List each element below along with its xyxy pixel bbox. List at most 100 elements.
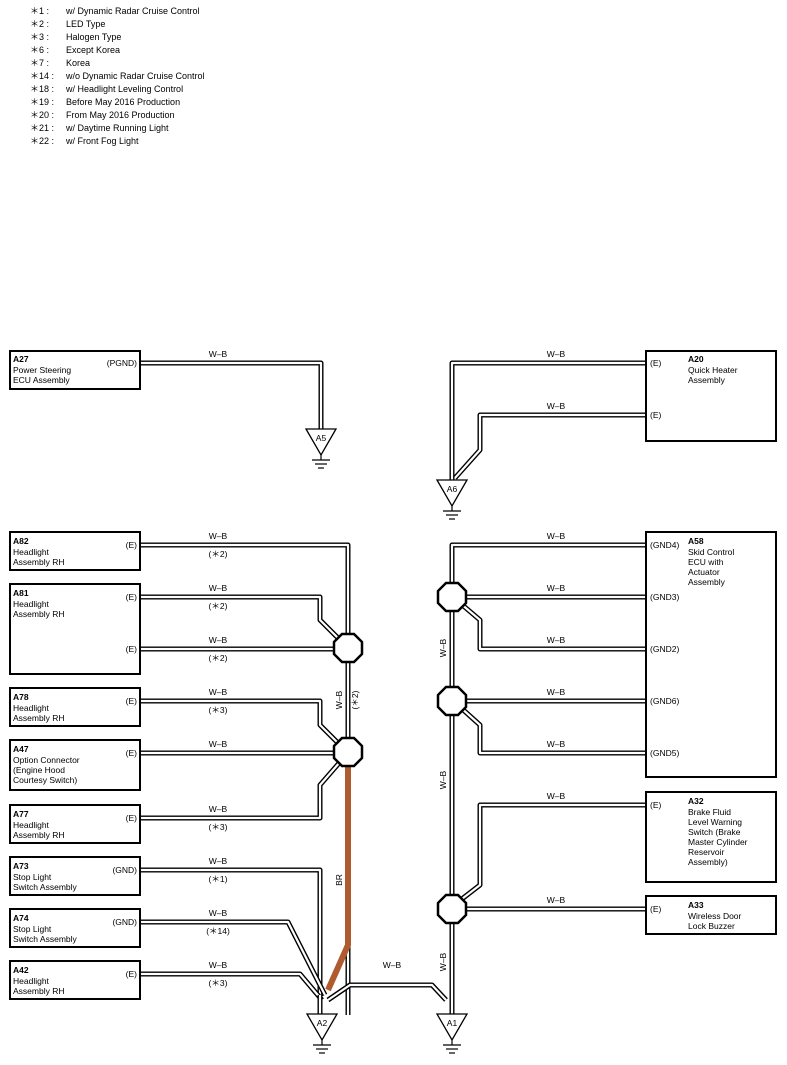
svg-text:A2: A2 <box>317 1018 328 1028</box>
svg-text:ECU Assembly: ECU Assembly <box>13 375 70 385</box>
legend-row: ＊19 :Before May 2016 Production <box>30 96 205 109</box>
legend-row: ＊22 :w/ Front Fog Light <box>30 135 205 148</box>
svg-text:(＊2): (＊2) <box>209 653 228 663</box>
ground-a1: A1 <box>435 1013 469 1054</box>
svg-text:W–B: W–B <box>334 690 344 709</box>
component-a33: A33 Wireless Door Lock Buzzer (E) <box>645 895 777 935</box>
svg-text:Courtesy Switch): Courtesy Switch) <box>13 775 77 785</box>
svg-text:Lock Buzzer: Lock Buzzer <box>688 921 735 931</box>
svg-text:Assembly RH: Assembly RH <box>13 986 64 996</box>
svg-text:W–B: W–B <box>209 635 228 645</box>
svg-text:W–B: W–B <box>547 895 566 905</box>
component-a47: A47 Option Connector (Engine Hood Courte… <box>9 739 141 791</box>
svg-text:(E): (E) <box>126 748 138 758</box>
junction-right-1 <box>436 581 468 613</box>
svg-text:Skid Control: Skid Control <box>688 547 734 557</box>
svg-text:W–B: W–B <box>209 739 228 749</box>
legend-code: ＊18 : <box>30 84 55 94</box>
svg-text:Power Steering: Power Steering <box>13 365 71 375</box>
svg-text:A74: A74 <box>13 913 29 923</box>
svg-text:(E): (E) <box>650 410 662 420</box>
svg-text:W–B: W–B <box>547 635 566 645</box>
legend-row: ＊1 : w/ Dynamic Radar Cruise Control <box>30 5 205 18</box>
svg-text:(PGND): (PGND) <box>107 358 137 368</box>
svg-text:W–B: W–B <box>209 531 228 541</box>
legend-row: ＊21 : w/ Daytime Running Light <box>30 122 205 135</box>
ground-a5: A5 <box>304 428 338 469</box>
svg-text:Reservoir: Reservoir <box>688 847 725 857</box>
svg-text:Assembly: Assembly <box>688 375 726 385</box>
legend-code: ＊2 : <box>30 19 50 29</box>
svg-text:(E): (E) <box>126 696 138 706</box>
svg-text:W–B: W–B <box>438 770 448 789</box>
legend-text: w/ Headlight Leveling Control <box>66 84 184 94</box>
svg-text:A33: A33 <box>688 900 704 910</box>
svg-text:(E): (E) <box>126 644 138 654</box>
svg-text:W–B: W–B <box>547 739 566 749</box>
svg-text:(＊2): (＊2) <box>209 549 228 559</box>
component-a32: A32 Brake Fluid Level Warning Switch (Br… <box>645 791 777 883</box>
wire-labels: W–B W–B W–B W–B (＊2) W–B (＊2) W–B (＊2) W… <box>206 349 565 988</box>
component-a74: A74 Stop Light Switch Assembly (GND) <box>9 908 141 948</box>
svg-text:W–B: W–B <box>547 531 566 541</box>
svg-text:(E): (E) <box>126 592 138 602</box>
svg-text:(＊3): (＊3) <box>209 822 228 832</box>
svg-text:W–B: W–B <box>209 349 228 359</box>
legend-text: Before May 2016 Production <box>66 97 181 107</box>
svg-text:Master Cylinder: Master Cylinder <box>688 837 748 847</box>
junction-right-3 <box>436 893 468 925</box>
svg-text:Headlight: Headlight <box>13 976 50 986</box>
svg-text:W–B: W–B <box>547 583 566 593</box>
svg-text:A20: A20 <box>688 354 704 364</box>
legend-code: ＊7 : <box>30 58 50 68</box>
svg-text:(GND): (GND) <box>112 917 137 927</box>
svg-text:Assembly: Assembly <box>688 577 726 587</box>
legend-code: ＊22 : <box>30 136 55 146</box>
junction-right-2 <box>436 685 468 717</box>
legend-code: ＊21 : <box>30 123 55 133</box>
svg-text:Assembly RH: Assembly RH <box>13 557 64 567</box>
legend: ＊1 :w/ Dynamic Radar Cruise Control＊2 :L… <box>30 5 205 148</box>
legend-row: ＊7 :Korea <box>30 57 205 70</box>
svg-text:(E): (E) <box>126 540 138 550</box>
component-a77: A77 Headlight Assembly RH (E) <box>9 804 141 844</box>
component-a73: A73 Stop Light Switch Assembly (GND) <box>9 856 141 896</box>
svg-text:W–B: W–B <box>209 960 228 970</box>
component-a58: A58 Skid Control ECU with Actuator Assem… <box>645 531 777 778</box>
wire-br <box>325 760 351 992</box>
svg-text:(E): (E) <box>650 800 662 810</box>
svg-text:(E): (E) <box>650 904 662 914</box>
svg-text:Assembly): Assembly) <box>688 857 728 867</box>
wire-a58-gnd4 <box>449 542 646 1015</box>
svg-text:Option Connector: Option Connector <box>13 755 80 765</box>
legend-text: w/o Dynamic Radar Cruise Control <box>66 71 205 81</box>
svg-text:Quick Heater: Quick Heater <box>688 365 738 375</box>
svg-text:(GND): (GND) <box>112 865 137 875</box>
svg-text:(＊3): (＊3) <box>209 978 228 988</box>
svg-text:A47: A47 <box>13 744 29 754</box>
svg-text:W–B: W–B <box>438 638 448 657</box>
wire-a27-a5 <box>140 360 324 430</box>
ground-a2: A2 <box>305 1013 339 1054</box>
svg-text:(E): (E) <box>650 358 662 368</box>
legend-row: ＊6 :Except Korea <box>30 44 205 57</box>
wire-a78 <box>140 698 342 747</box>
svg-text:A27: A27 <box>13 354 29 364</box>
svg-text:Stop Light: Stop Light <box>13 872 52 882</box>
component-a81: A81 Headlight Assembly RH (E) (E) <box>9 583 141 675</box>
wire-a77 <box>140 760 342 821</box>
svg-text:A81: A81 <box>13 588 29 598</box>
legend-code: ＊1 : <box>30 6 50 16</box>
svg-text:W–B: W–B <box>438 952 448 971</box>
svg-text:ECU with: ECU with <box>688 557 724 567</box>
wire-a42 <box>140 971 324 1002</box>
legend-code: ＊20 : <box>30 110 55 120</box>
svg-text:Assembly RH: Assembly RH <box>13 713 64 723</box>
legend-text: w/ Daytime Running Light <box>66 123 169 133</box>
svg-text:(＊2): (＊2) <box>209 601 228 611</box>
legend-text: w/ Dynamic Radar Cruise Control <box>66 6 200 16</box>
legend-row: ＊14 :w/o Dynamic Radar Cruise Control <box>30 70 205 83</box>
svg-text:W–B: W–B <box>383 960 402 970</box>
svg-text:A82: A82 <box>13 536 29 546</box>
junction-left-2 <box>332 736 364 768</box>
